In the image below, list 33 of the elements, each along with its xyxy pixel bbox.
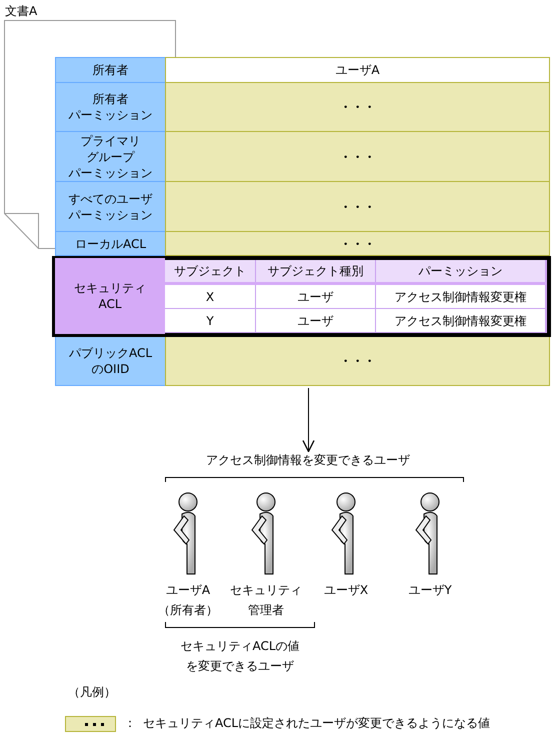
caption-text: セキュリティACLの値を変更できるユーザ <box>179 638 301 675</box>
legend-title: （凡例） <box>68 684 116 701</box>
separator-text: ： <box>124 715 136 732</box>
table-cell: パブリックACLのOIID <box>55 336 166 386</box>
caption-text: セキュリティ管理者 <box>229 582 303 619</box>
table-cell: 所有者パーミッション <box>55 82 166 132</box>
table-cell: ・・・ <box>165 82 550 132</box>
document-title: 文書A <box>5 3 38 20</box>
table-cell: サブジェクト <box>165 260 256 282</box>
table-cell: ユーザ <box>256 285 376 309</box>
table-cell: ユーザ <box>256 309 376 333</box>
caption-text: ユーザX <box>322 582 370 599</box>
heading-text: アクセス制御情報を変更できるユーザ <box>180 451 436 469</box>
table-cell: サブジェクト種別 <box>256 260 376 282</box>
table-cell: ローカルACL <box>55 231 166 256</box>
table-cell: ・・・ <box>165 131 550 182</box>
table-cell: アクセス制御情報変更権 <box>376 309 546 333</box>
caption-text: ユーザA（所有者） <box>157 582 219 619</box>
arrow <box>302 388 315 452</box>
table-cell: ・・・ <box>165 336 550 386</box>
table-cell: セキュリティACL <box>55 258 165 334</box>
table-cell: アクセス制御情報変更権 <box>376 285 546 309</box>
table-cell: プライマリグループパーミッション <box>55 131 166 182</box>
table-cell: ユーザA <box>165 57 550 83</box>
table-cell: すべてのユーザパーミッション <box>55 181 166 232</box>
table-cell: パーミッション <box>376 260 546 282</box>
table-cell: ・・・ <box>165 231 550 256</box>
legend-text: セキュリティACLに設定されたユーザが変更できるようになる値 <box>143 715 490 732</box>
table-cell: 所有者 <box>55 57 166 83</box>
table-cell: X <box>165 285 256 309</box>
table-cell: Y <box>165 309 256 333</box>
table-cell: ・・・ <box>165 181 550 232</box>
caption-text: ユーザY <box>407 582 453 599</box>
